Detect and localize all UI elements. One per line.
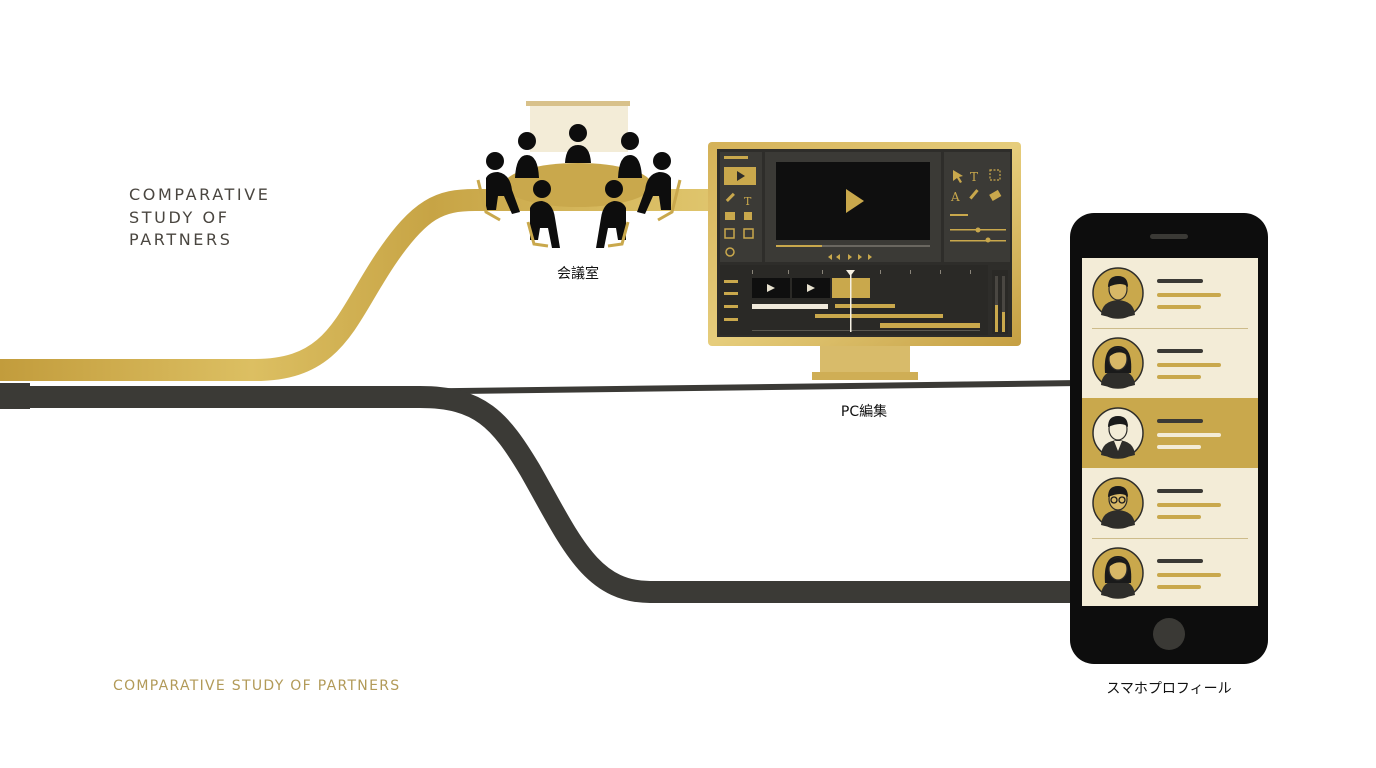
profile-name-line	[1157, 489, 1203, 493]
profile-row[interactable]	[1082, 398, 1258, 468]
profile-row[interactable]	[1092, 267, 1221, 319]
pc-monitor-illustration: T T	[708, 142, 1021, 380]
profile-name-line	[1157, 419, 1203, 423]
timeline-panel	[720, 265, 988, 335]
main-heading: COMPARATIVE STUDY OF PARTNERS	[129, 184, 270, 252]
man-in-suit-icon	[1092, 407, 1144, 459]
man-short-hair-icon	[1092, 267, 1144, 319]
profile-detail-line	[1157, 293, 1221, 297]
svg-text:T: T	[744, 195, 752, 208]
heading-line-1: COMPARATIVE	[129, 185, 271, 204]
smartphone-profile-label: スマホプロフィール	[1106, 681, 1232, 697]
smartphone-illustration	[1070, 213, 1268, 664]
footer-title: COMPARATIVE STUDY OF PARTNERS	[113, 678, 401, 694]
profile-detail-line	[1157, 585, 1201, 589]
meeting-room-label: 会議室	[557, 266, 599, 282]
meeting-room-illustration	[476, 101, 682, 248]
profile-name-line	[1157, 559, 1203, 563]
pc-edit-label: PC編集	[840, 404, 888, 420]
audio-meter	[992, 270, 1008, 334]
play-icon	[846, 189, 864, 213]
profile-detail-line	[1157, 515, 1201, 519]
profile-detail-line	[1157, 363, 1221, 367]
profile-detail-line	[1157, 573, 1221, 577]
woman-long-hair-icon	[1092, 337, 1144, 389]
properties-panel-right: T A	[944, 152, 1010, 262]
profile-detail-line	[1157, 375, 1201, 379]
profile-detail-line	[1157, 305, 1201, 309]
profile-row[interactable]	[1092, 477, 1221, 529]
dark-path-lower-to-phone	[0, 386, 1080, 603]
profile-row[interactable]	[1092, 328, 1248, 389]
heading-line-3: PARTNERS	[129, 230, 233, 249]
tools-panel-left: T	[720, 152, 762, 262]
svg-text:T: T	[970, 170, 978, 184]
profile-row[interactable]	[1092, 538, 1248, 599]
connection-paths	[0, 189, 1081, 603]
woman-bob-hair-icon	[1092, 547, 1144, 599]
profile-detail-line	[1157, 433, 1221, 437]
video-preview-panel	[765, 152, 941, 262]
svg-text:A: A	[950, 190, 960, 204]
profile-detail-line	[1157, 445, 1201, 449]
profile-name-line	[1157, 279, 1203, 283]
gold-path-to-meeting	[0, 189, 720, 381]
person-icon	[486, 124, 671, 248]
profile-detail-line	[1157, 503, 1221, 507]
home-button-icon	[1153, 618, 1185, 650]
man-with-glasses-icon	[1092, 477, 1144, 529]
dark-path-start-segment	[0, 383, 30, 409]
profile-name-line	[1157, 349, 1203, 353]
heading-line-2: STUDY OF	[129, 207, 230, 227]
